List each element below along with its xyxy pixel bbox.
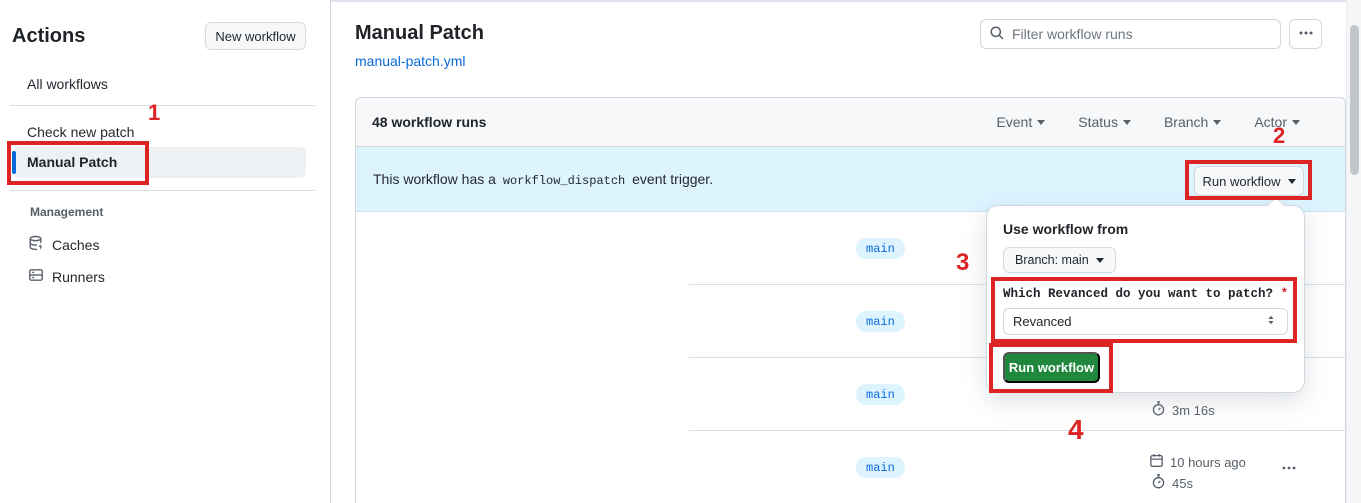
branch-badge[interactable]: main — [856, 457, 905, 478]
filter-event-dropdown[interactable]: Event — [996, 114, 1046, 130]
new-workflow-button[interactable]: New workflow — [205, 22, 306, 50]
workflow-run-row[interactable]: main 10 hours ago — [356, 431, 1345, 503]
branch-select-label: Branch: main — [1015, 253, 1089, 267]
workflow-dispatch-banner: This workflow has a workflow_dispatch ev… — [356, 147, 1345, 212]
run-filters: Event Status Branch Actor — [996, 114, 1300, 130]
run-duration: 45s — [1151, 474, 1193, 492]
search-icon — [989, 25, 1005, 44]
branch-badge[interactable]: main — [856, 238, 905, 259]
sidebar-item-caches[interactable]: Caches — [28, 235, 99, 254]
banner-text-before: This workflow has a — [373, 170, 496, 187]
time-text: 10 hours ago — [1170, 454, 1246, 470]
stopwatch-icon — [1151, 474, 1166, 492]
stopwatch-icon — [1151, 401, 1166, 419]
filter-branch-dropdown[interactable]: Branch — [1163, 114, 1222, 130]
sidebar-item-label: Caches — [52, 236, 100, 253]
row-content-mask — [357, 213, 689, 503]
run-start-time: 10 hours ago — [1149, 453, 1246, 471]
branch-select-button[interactable]: Branch: main — [1003, 247, 1116, 273]
filter-status-dropdown[interactable]: Status — [1078, 114, 1131, 130]
sidebar-divider — [10, 105, 315, 106]
filter-label: Event — [996, 114, 1033, 130]
management-section-label: Management — [30, 205, 104, 219]
workflow-run-rows: main main main 3m 16s main — [356, 212, 1345, 503]
sidebar-item-runners[interactable]: Runners — [28, 267, 105, 286]
chevron-down-icon — [1037, 119, 1046, 125]
input-label-text: Which Revanced do you want to patch? — [1003, 287, 1274, 301]
duration-text: 45s — [1172, 475, 1193, 491]
run-options-kebab-button[interactable] — [1276, 457, 1302, 479]
banner-text: This workflow has a workflow_dispatch ev… — [373, 171, 713, 188]
runs-table-header: 48 workflow runs Event Status Branch Act… — [356, 98, 1345, 147]
actions-sidebar: Actions New workflow All workflows Check… — [0, 0, 331, 503]
workflow-input-label: Which Revanced do you want to patch? * — [1003, 287, 1288, 301]
run-workflow-popup: Use workflow from Branch: main Which Rev… — [986, 196, 1305, 393]
scrollbar-thumb[interactable] — [1350, 25, 1359, 175]
sidebar-divider — [10, 190, 315, 191]
selected-item-accent-bar — [12, 151, 16, 174]
required-marker: * — [1280, 287, 1289, 301]
duration-text: 3m 16s — [1172, 402, 1215, 418]
chevron-down-icon — [1292, 119, 1300, 125]
chevron-down-icon — [1287, 178, 1296, 184]
kebab-horizontal-icon — [1298, 25, 1314, 44]
sidebar-item-manual-patch[interactable]: Manual Patch — [14, 147, 306, 178]
revanced-select[interactable]: Revanced — [1003, 308, 1288, 335]
vertical-scrollbar[interactable] — [1346, 0, 1361, 503]
chevron-down-icon — [1095, 257, 1104, 263]
run-duration: 3m 16s — [1151, 401, 1215, 419]
search-input[interactable] — [1012, 26, 1272, 42]
sidebar-item-check-new-patch[interactable]: Check new patch — [27, 124, 135, 140]
top-edge-divider — [310, 0, 1346, 2]
filter-label: Actor — [1254, 114, 1287, 130]
filter-label: Branch — [1163, 114, 1209, 130]
runs-count: 48 workflow runs — [372, 114, 487, 130]
page-title: Manual Patch — [355, 22, 484, 44]
sidebar-item-all-workflows[interactable]: All workflows — [27, 76, 108, 92]
workflow-options-kebab-button[interactable] — [1289, 19, 1322, 49]
popup-title: Use workflow from — [1003, 221, 1129, 237]
chevron-down-icon — [1213, 119, 1222, 125]
cache-database-icon — [28, 235, 44, 254]
select-value: Revanced — [1013, 314, 1072, 329]
filter-actor-dropdown[interactable]: Actor — [1254, 114, 1300, 130]
calendar-icon — [1149, 453, 1164, 471]
branch-badge[interactable]: main — [856, 384, 905, 405]
workflow-run-row[interactable]: main 3m 16s — [356, 358, 1345, 431]
chevron-down-icon — [1122, 119, 1131, 125]
workflow-dispatch-code: workflow_dispatch — [502, 173, 626, 188]
branch-badge[interactable]: main — [856, 311, 905, 332]
filter-label: Status — [1078, 114, 1118, 130]
banner-text-after: event trigger. — [632, 170, 714, 187]
filter-runs-search[interactable] — [980, 19, 1281, 49]
sidebar-item-label: Runners — [52, 268, 105, 285]
sidebar-title: Actions — [12, 25, 86, 47]
run-workflow-label: Run workflow — [1202, 173, 1281, 189]
workflow-file-link[interactable]: manual-patch.yml — [355, 53, 466, 69]
run-workflow-submit-button[interactable]: Run workflow — [1003, 352, 1100, 383]
up-down-chevrons-icon — [1264, 313, 1278, 330]
run-workflow-dropdown-button[interactable]: Run workflow — [1194, 166, 1304, 196]
kebab-horizontal-icon — [1282, 466, 1296, 470]
runners-server-icon — [28, 267, 44, 286]
sidebar-item-label: Manual Patch — [27, 154, 118, 170]
